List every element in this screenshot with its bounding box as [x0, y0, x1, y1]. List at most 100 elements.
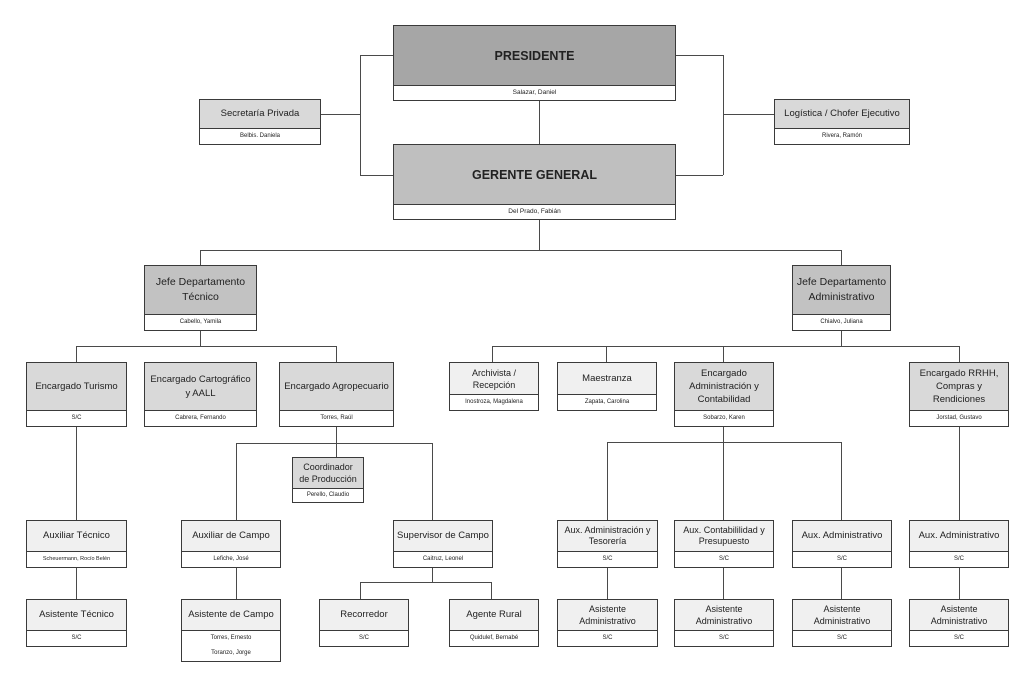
connector [336, 346, 337, 362]
node-person: Salazar, Daniel [512, 89, 557, 96]
node-aux-administrativo[interactable]: Aux. Administrativo S/C [792, 520, 892, 568]
node-person: S/C [602, 635, 613, 641]
node-encargado-administracion[interactable]: Encargado Administración y Contabilidad … [674, 362, 774, 427]
node-title: Asistente Administrativo [558, 600, 657, 631]
node-secretaria-privada[interactable]: Secretaría Privada Belbis. Daniela [199, 99, 321, 145]
node-title: Maestranza [558, 363, 656, 395]
connector [76, 567, 77, 599]
node-title: Jefe Departamento Administrativo [793, 266, 890, 315]
connector [723, 114, 774, 115]
node-aux-administracion-tesoreria[interactable]: Aux. Administración y Tesorería S/C [557, 520, 658, 568]
node-encargado-cartografico[interactable]: Encargado Cartográfico y AALL Cabrera, F… [144, 362, 257, 427]
node-aux-contabilidad-presupuesto[interactable]: Aux. Contabililidad y Presupuesto S/C [674, 520, 774, 568]
node-title: GERENTE GENERAL [394, 145, 675, 205]
node-title: Asistente de Campo [182, 600, 280, 631]
node-person: S/C [836, 635, 847, 641]
node-person: S/C [953, 556, 964, 562]
node-asistente-campo[interactable]: Asistente de Campo Torres, Ernesto Toran… [181, 599, 281, 662]
connector [360, 55, 393, 56]
node-person: Inostroza, Magdalena [465, 399, 523, 405]
node-aux-administrativo[interactable]: Aux. Administrativo S/C [909, 520, 1009, 568]
node-coordinador-produccion[interactable]: Coordinador de Producción Perello, Claud… [292, 457, 364, 503]
connector [539, 219, 540, 250]
node-gerente-general[interactable]: GERENTE GENERAL Del Prado, Fabián [393, 144, 676, 220]
connector [236, 567, 237, 599]
connector [606, 346, 607, 362]
node-title: Asistente Administrativo [675, 600, 773, 631]
node-person: S/C [71, 415, 82, 421]
node-title: Logística / Chofer Ejecutivo [775, 100, 909, 129]
node-person: S/C [358, 635, 369, 641]
node-person: Chialvo, Juliana [820, 319, 863, 325]
node-jefe-tecnico[interactable]: Jefe Departamento Técnico Cabello, Yamil… [144, 265, 257, 331]
node-agente-rural[interactable]: Agente Rural Quidulef, Bernabé [449, 599, 539, 647]
node-title: Supervisor de Campo [394, 521, 492, 552]
node-title: Asistente Técnico [27, 600, 126, 631]
node-title: Agente Rural [450, 600, 538, 631]
node-archivista[interactable]: Archivista / Recepción Inostroza, Magdal… [449, 362, 539, 411]
node-asistente-administrativo[interactable]: Asistente Administrativo S/C [557, 599, 658, 647]
node-title: Recorredor [320, 600, 408, 631]
connector [320, 114, 360, 115]
node-title: Auxiliar de Campo [182, 521, 280, 552]
node-encargado-agropecuario[interactable]: Encargado Agropecuario Torres, Raúl [279, 362, 394, 427]
node-encargado-rrhh[interactable]: Encargado RRHH, Compras y Rendiciones Jo… [909, 362, 1009, 427]
node-encargado-turismo[interactable]: Encargado Turismo S/C [26, 362, 127, 427]
node-title: Secretaría Privada [200, 100, 320, 129]
node-person: S/C [836, 556, 847, 562]
node-asistente-administrativo[interactable]: Asistente Administrativo S/C [792, 599, 892, 647]
connector [959, 426, 960, 520]
node-title: Auxiliar Técnico [27, 521, 126, 552]
connector [236, 443, 237, 520]
node-jefe-administrativo[interactable]: Jefe Departamento Administrativo Chialvo… [792, 265, 891, 331]
node-title: Asistente Administrativo [793, 600, 891, 631]
connector [76, 346, 77, 362]
node-maestranza[interactable]: Maestranza Zapata, Carolina [557, 362, 657, 411]
node-person: Sobarzo, Karen [703, 415, 745, 421]
connector [432, 443, 433, 520]
node-title: Encargado RRHH, Compras y Rendiciones [910, 363, 1008, 411]
node-person: Zapata, Carolina [584, 399, 630, 405]
node-person: Torres, Ernesto [210, 635, 252, 641]
node-person: Quidulef, Bernabé [469, 635, 519, 641]
connector [492, 346, 959, 347]
node-person: Torres, Raúl [320, 415, 353, 421]
node-presidente[interactable]: PRESIDENTE Salazar, Daniel [393, 25, 676, 101]
connector [491, 582, 492, 599]
node-person: Cabrera, Fernando [175, 415, 226, 421]
node-person: S/C [718, 556, 729, 562]
connector [492, 346, 493, 362]
connector [200, 250, 841, 251]
connector [432, 567, 433, 582]
node-title: Archivista / Recepción [450, 363, 538, 395]
node-supervisor-campo[interactable]: Supervisor de Campo Caitruz, Leonel [393, 520, 493, 568]
node-person: Belbis. Daniela [239, 133, 281, 139]
node-asistente-administrativo[interactable]: Asistente Administrativo S/C [909, 599, 1009, 647]
node-person: Toranzo, Jorge [211, 650, 251, 656]
node-title: Encargado Turismo [27, 363, 126, 411]
node-recorredor[interactable]: Recorredor S/C [319, 599, 409, 647]
connector [607, 442, 608, 520]
node-title: Encargado Administración y Contabilidad [675, 363, 773, 411]
connector [841, 442, 842, 520]
node-person: S/C [953, 635, 964, 641]
node-title: Aux. Contabililidad y Presupuesto [675, 521, 773, 552]
node-title: Asistente Administrativo [910, 600, 1008, 631]
connector [607, 442, 841, 443]
node-person: Caitruz, Leonel [422, 556, 464, 562]
node-auxiliar-tecnico[interactable]: Auxiliar Técnico Scheuermann, Rocío Belé… [26, 520, 127, 568]
connector [723, 346, 724, 362]
node-title: Encargado Cartográfico y AALL [145, 363, 256, 411]
connector [959, 346, 960, 362]
node-auxiliar-campo[interactable]: Auxiliar de Campo Lefiche, José [181, 520, 281, 568]
node-person: Perello, Claudio [306, 492, 350, 498]
connector [841, 250, 842, 265]
connector [336, 426, 337, 457]
node-asistente-administrativo[interactable]: Asistente Administrativo S/C [674, 599, 774, 647]
node-asistente-tecnico[interactable]: Asistente Técnico S/C [26, 599, 127, 647]
node-person: Scheuermann, Rocío Belén [42, 556, 111, 562]
node-title: Jefe Departamento Técnico [145, 266, 256, 315]
connector [675, 55, 723, 56]
node-logistica[interactable]: Logística / Chofer Ejecutivo Rivera, Ram… [774, 99, 910, 145]
node-title: Aux. Administrativo [910, 521, 1008, 552]
